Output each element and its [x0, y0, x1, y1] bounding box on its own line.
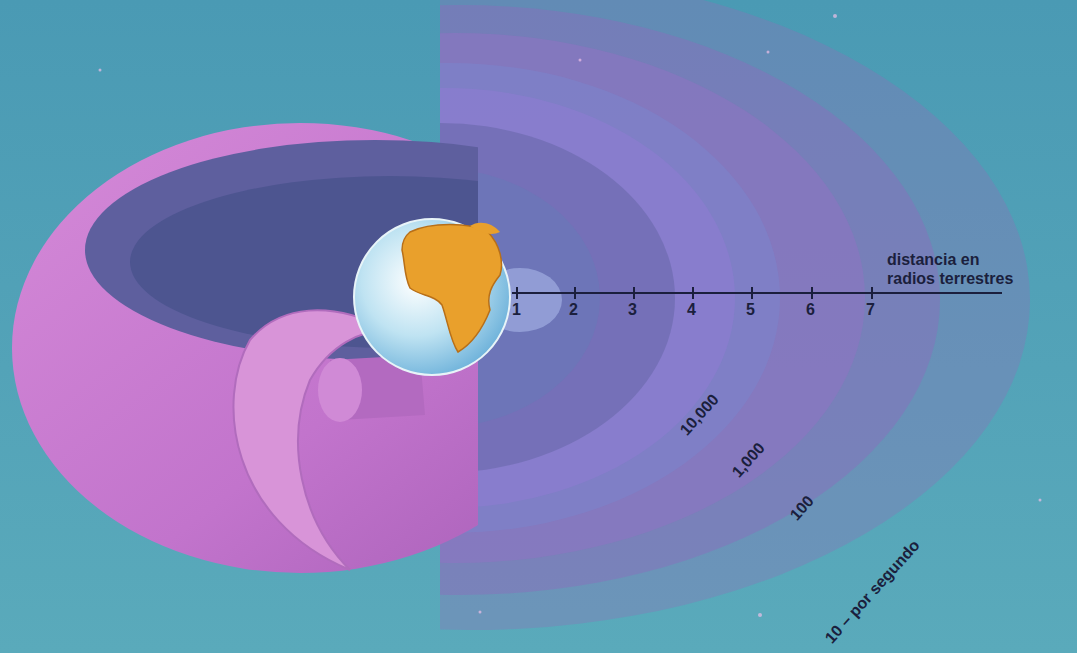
torus-cutaway [12, 123, 478, 573]
inner-tube-section [318, 358, 362, 422]
axis-number: 5 [746, 300, 755, 319]
outer-haze [440, 0, 1030, 630]
earth [354, 219, 510, 375]
axis-tick [574, 287, 576, 299]
africa [402, 225, 502, 353]
axis-tick [871, 287, 873, 299]
axis-number: 6 [806, 300, 815, 319]
flux-value: 10 – por segundo [821, 536, 924, 647]
axis-number: 2 [569, 300, 578, 319]
star [758, 613, 762, 617]
flux-value: 10,000 [676, 390, 723, 439]
axis-title: distancia en radios terrestres [887, 250, 1023, 288]
stars [99, 14, 1042, 617]
star [99, 69, 102, 72]
belt-10000-inner [440, 88, 735, 508]
flux-value: 1,000 [728, 439, 769, 482]
outer-belt [440, 5, 940, 595]
star [579, 59, 582, 62]
axis-line [512, 292, 1002, 294]
inner-belt-crescent [233, 310, 390, 570]
axis-tick [811, 287, 813, 299]
star [479, 611, 482, 614]
belt-10000-zone [440, 63, 780, 533]
outer-belt-core [440, 33, 865, 563]
axis-number: 3 [628, 300, 637, 319]
axis-number: 1 [512, 300, 521, 319]
axis-tick [633, 287, 635, 299]
flux-value: 100 [786, 492, 818, 525]
star [1039, 499, 1042, 502]
radiation-belts-right [440, 0, 1030, 630]
axis-tick [516, 287, 518, 299]
star [767, 51, 770, 54]
axis-tick [751, 287, 753, 299]
axis-number: 4 [687, 300, 696, 319]
earth-globe [354, 219, 510, 375]
star [833, 14, 837, 18]
axis-number: 7 [866, 300, 875, 319]
distance-axis [512, 287, 1002, 299]
axis-tick [692, 287, 694, 299]
arabia [470, 223, 500, 234]
